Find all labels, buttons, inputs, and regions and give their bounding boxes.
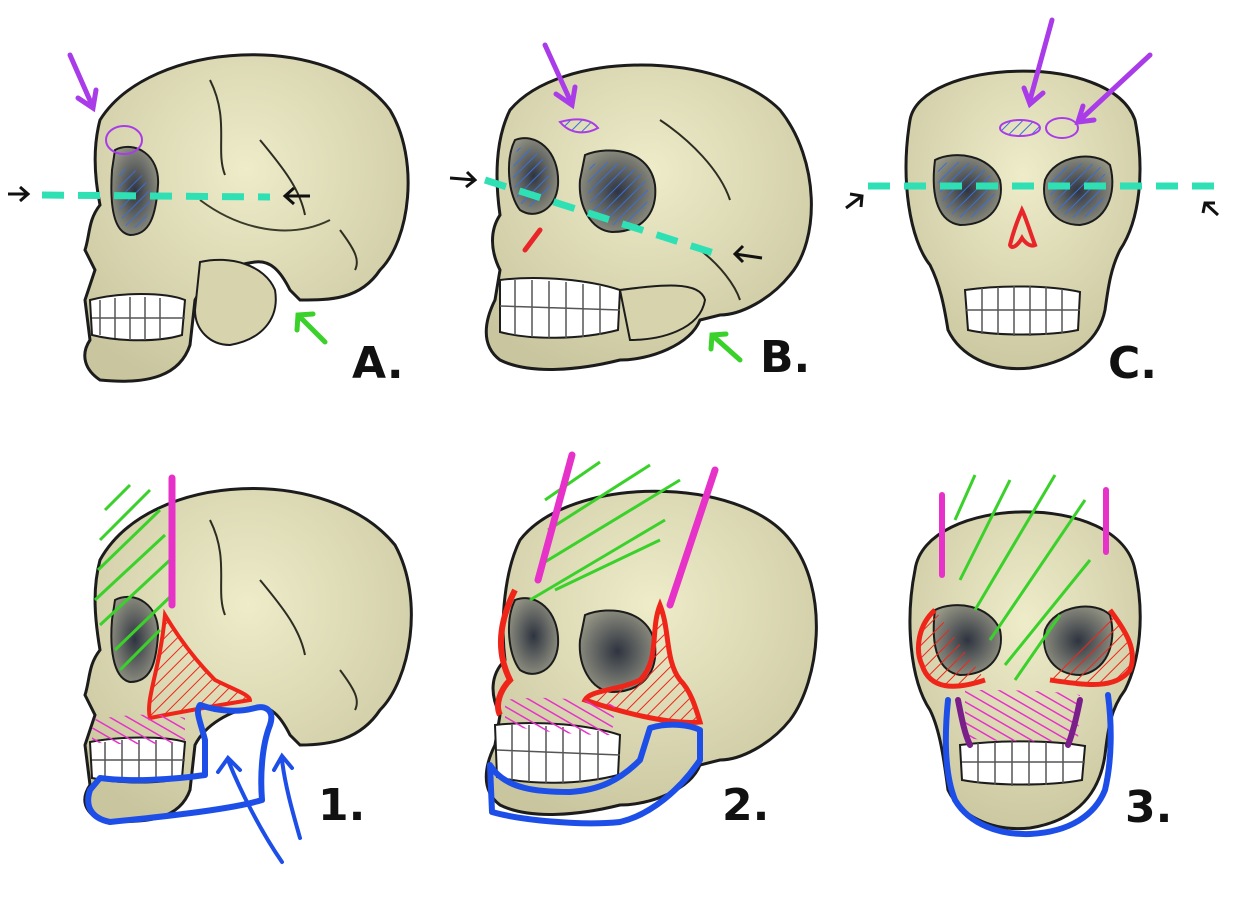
eye-line (483, 176, 722, 259)
cheekbone-left (495, 588, 518, 717)
brow-circle (105, 125, 143, 155)
brow-circle-right (1045, 117, 1079, 139)
black-arrow-left (8, 185, 31, 203)
purple-arrow (1077, 52, 1153, 123)
panel-label-c: C. (1108, 338, 1157, 389)
jaw-arrow (272, 752, 302, 840)
eye-line (41, 191, 271, 201)
purple-arrow-head (553, 84, 578, 110)
forehead-hatch (953, 474, 1092, 681)
brow-hatch-left (999, 119, 1041, 137)
panel-label-a: A. (352, 338, 404, 389)
cheekbone-area (581, 598, 704, 725)
black-arrow-left (449, 170, 478, 189)
black-arrow-left (845, 192, 864, 210)
brow-contour (666, 466, 719, 609)
jaw-outline (85, 702, 275, 825)
purple-arrow (1027, 17, 1055, 103)
skull-front (908, 510, 1142, 831)
inner-jaw-mark (1065, 697, 1083, 748)
brow-hatch (558, 118, 600, 134)
forehead-hatch (529, 460, 681, 602)
panel-label-b: B. (760, 332, 810, 383)
jaw-outline (487, 721, 703, 827)
skull-profile (83, 53, 410, 383)
skull-front (904, 69, 1142, 371)
black-arrow-right (732, 244, 763, 264)
panel-2: 2. (484, 451, 818, 831)
panel-a: A. (8, 52, 410, 389)
brow-contour (534, 451, 576, 584)
black-arrow-right (1201, 201, 1220, 217)
panel-1: 1. (83, 474, 413, 864)
cheekbone-left (915, 608, 986, 689)
panel-b: B. (449, 42, 813, 383)
purple-arrow-head (1074, 103, 1097, 125)
jaw-arrow (216, 754, 284, 864)
panel-label-1: 1. (318, 780, 365, 831)
panel-3: 3. (908, 474, 1172, 838)
green-arrow (708, 331, 743, 363)
jaw-outline (942, 692, 1114, 838)
cheek-hatch (965, 690, 1080, 742)
cheekbone-right (1049, 608, 1135, 687)
panel-label-2: 2. (722, 780, 769, 831)
inner-jaw-mark (955, 697, 973, 748)
panel-c: C. (845, 17, 1225, 389)
cheek-hatch (505, 697, 615, 735)
cheek-hatch (92, 714, 185, 745)
purple-arrow-head (1021, 85, 1046, 109)
nasal-cavity (1007, 205, 1038, 249)
panel-label-3: 3. (1125, 782, 1172, 833)
forehead-hatch (93, 483, 174, 672)
purple-arrow-head (75, 87, 99, 113)
skull-three-quarter (484, 63, 813, 371)
cheekbone-area (147, 608, 253, 721)
purple-arrow (542, 42, 573, 103)
purple-arrow (67, 52, 95, 108)
green-arrow (294, 311, 328, 345)
black-arrow-right (282, 186, 310, 206)
